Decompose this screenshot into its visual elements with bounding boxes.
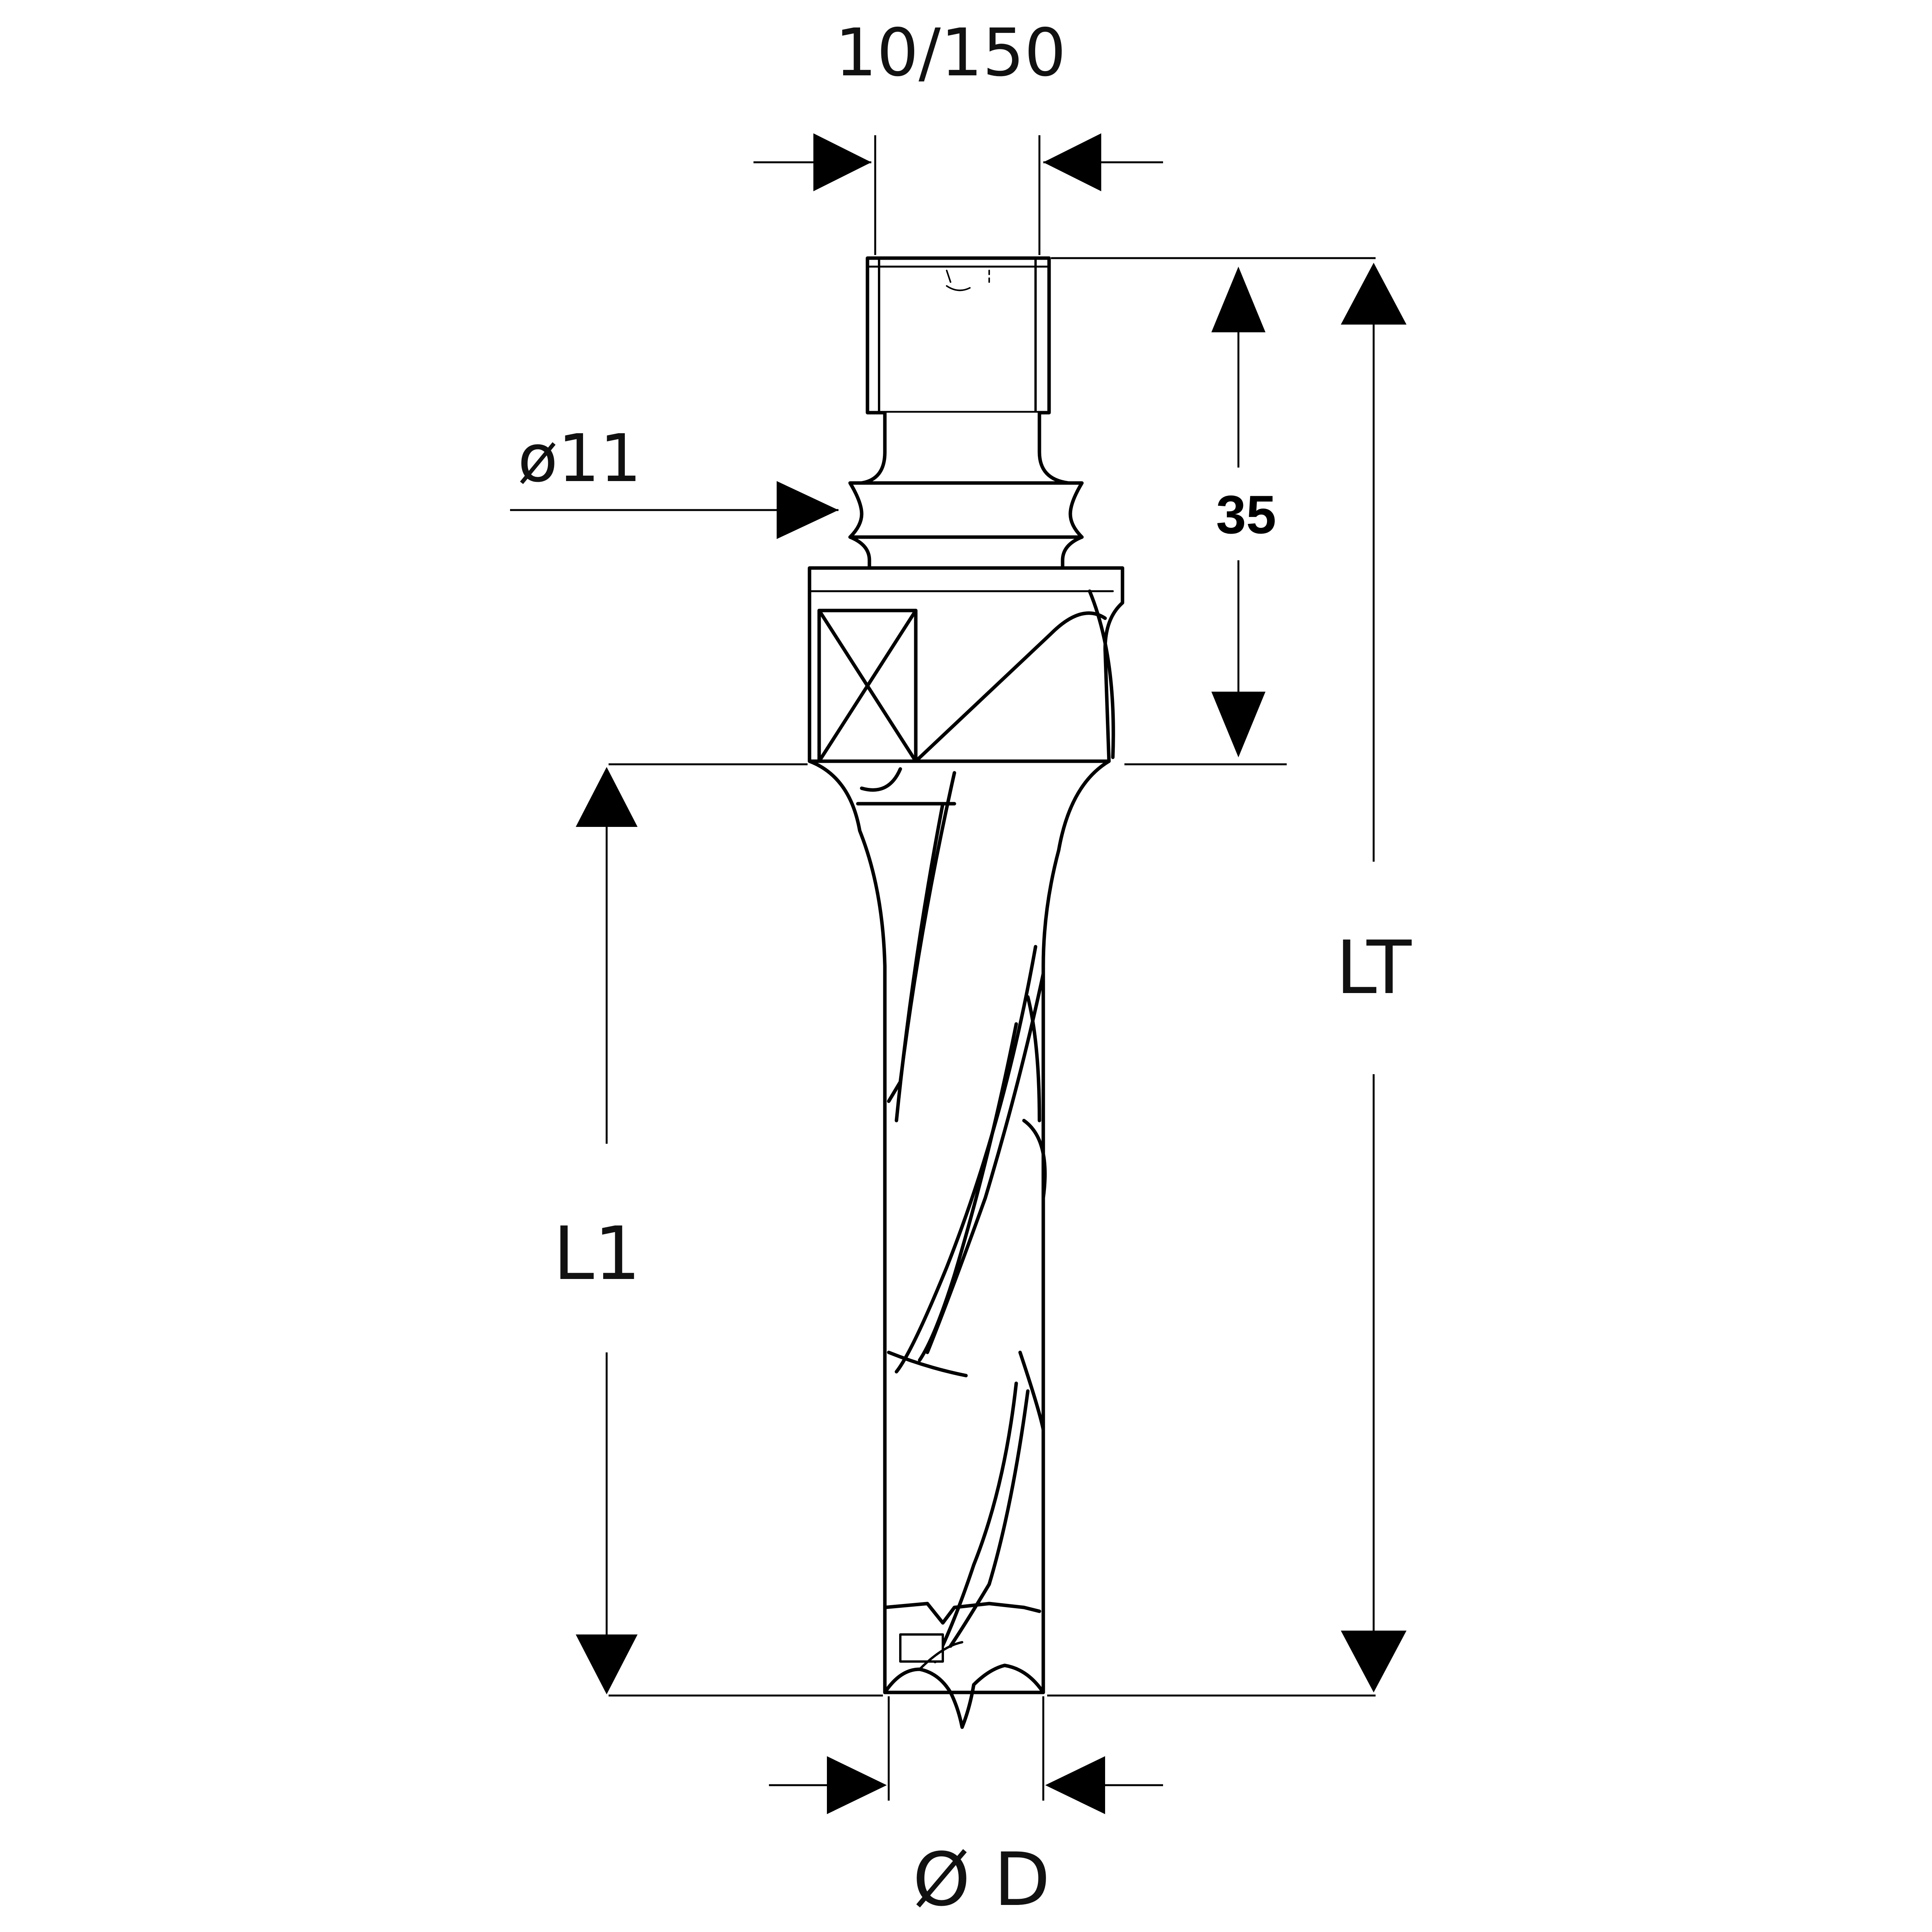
collar-ring bbox=[848, 481, 1084, 570]
drill-bit bbox=[808, 256, 1124, 1729]
label-collar-diameter: ø11 bbox=[518, 420, 641, 497]
body-taper bbox=[808, 759, 1111, 1694]
helical-flutes bbox=[887, 771, 1047, 1663]
neck bbox=[860, 411, 1070, 485]
label-cutting-diameter: Ø D bbox=[913, 1837, 1050, 1922]
label-shank-length: 35 bbox=[1216, 484, 1276, 545]
drill-tip bbox=[883, 1602, 1045, 1729]
label-working-length: L1 bbox=[553, 1211, 641, 1296]
shoulder-body bbox=[808, 566, 1124, 763]
label-total-length: LT bbox=[1336, 925, 1412, 1010]
dim-shank-35 bbox=[1051, 257, 1376, 765]
dim-thread bbox=[753, 133, 1163, 255]
dimension-lines bbox=[510, 133, 1406, 1814]
label-thread: 10/150 bbox=[835, 15, 1066, 91]
dim-total-length bbox=[1047, 263, 1406, 1697]
thread-section bbox=[866, 256, 1051, 415]
dimension-labels: 10/150 ø11 35 LT L1 Ø D bbox=[518, 15, 1412, 1922]
dim-collar bbox=[510, 481, 838, 539]
dim-cutting-diameter bbox=[769, 1696, 1163, 1814]
dim-working-length bbox=[576, 763, 883, 1697]
